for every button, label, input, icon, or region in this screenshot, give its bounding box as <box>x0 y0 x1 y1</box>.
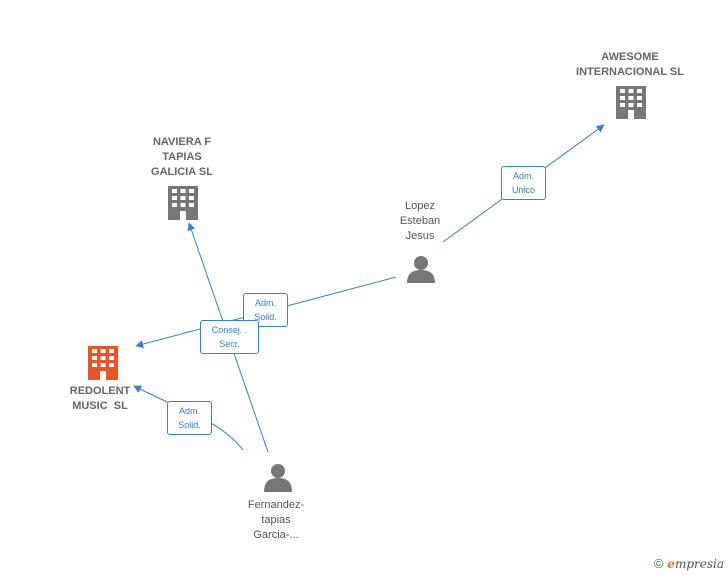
copyright-icon: © <box>653 556 664 571</box>
edge-label-line: Solid. <box>178 420 201 430</box>
edge-label-line: Adm. <box>178 406 200 416</box>
empresia-logo: © empresia <box>654 556 724 571</box>
lopez-person-icon[interactable] <box>407 256 435 283</box>
edge-label-line: Secr. <box>219 339 240 349</box>
fernandez-label[interactable]: Fernandez- tapias Garcia-... <box>230 498 322 543</box>
edge-label-line: Consej. . <box>211 325 248 335</box>
edge-label-line: Adm. <box>254 298 276 308</box>
awesome-label-line: INTERNACIONAL SL <box>576 66 684 78</box>
fernandez-label-line: Garcia-... <box>253 529 299 541</box>
edge-label-adm-solid-fernandez[interactable]: Adm. Solid. <box>167 401 212 435</box>
edge-label-line: Unico <box>511 185 535 195</box>
lopez-label[interactable]: Lopez Esteban Jesus <box>380 199 460 244</box>
redolent-label-line: REDOLENT <box>69 385 131 397</box>
naviera-building-icon[interactable] <box>168 186 198 220</box>
fernandez-person-icon[interactable] <box>264 464 292 492</box>
redolent-label-line: MUSIC SL <box>72 400 128 412</box>
redolent-building-icon[interactable] <box>88 346 118 380</box>
lopez-label-line: Lopez <box>405 200 435 212</box>
brand-name: mpresia <box>674 557 724 571</box>
redolent-label[interactable]: REDOLENT MUSIC SL <box>50 384 150 414</box>
edge-label-adm-unico[interactable]: Adm. Unico <box>501 166 546 200</box>
lopez-label-line: Jesus <box>405 230 435 242</box>
naviera-label-line: TAPIAS <box>162 151 202 163</box>
naviera-label[interactable]: NAVIERA F TAPIAS GALICIA SL <box>132 135 232 180</box>
naviera-label-line: GALICIA SL <box>151 166 213 178</box>
edge-label-line: Solid. <box>254 312 277 322</box>
edge-label-line: Adm. <box>512 171 534 181</box>
lopez-label-line: Esteban <box>399 215 441 227</box>
edge-label-consej-secr[interactable]: Consej. . Secr. <box>200 320 259 354</box>
brand-initial: e <box>667 557 675 571</box>
fernandez-label-line: Fernandez- <box>247 499 305 511</box>
naviera-label-line: NAVIERA F <box>152 136 212 148</box>
awesome-building-icon[interactable] <box>616 86 646 119</box>
awesome-label[interactable]: AWESOME INTERNACIONAL SL <box>560 50 700 80</box>
awesome-label-line: AWESOME <box>601 51 659 63</box>
fernandez-label-line: tapias <box>261 514 291 526</box>
